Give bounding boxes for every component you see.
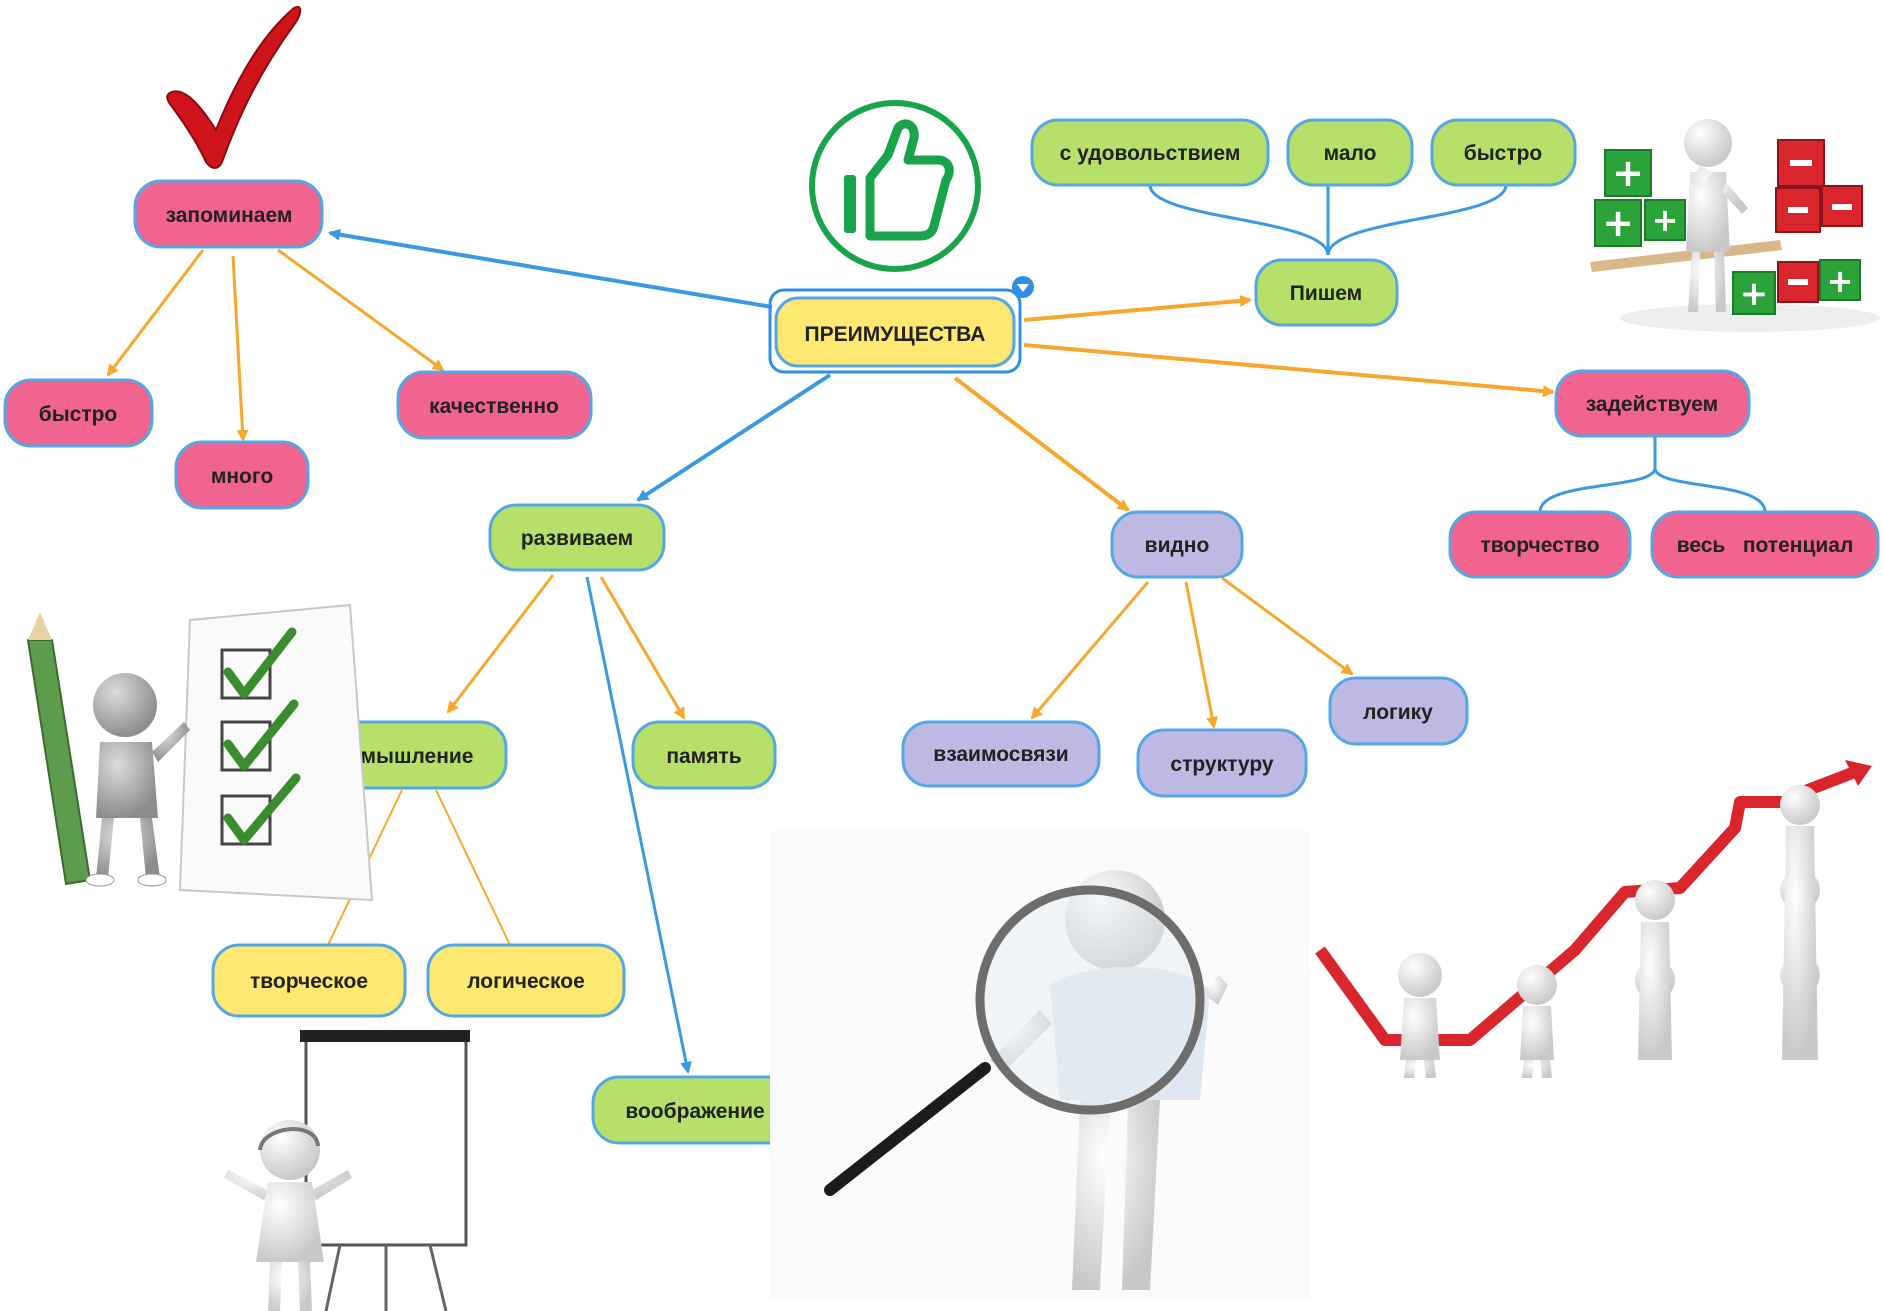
node-write-little[interactable]: мало: [1286, 118, 1414, 187]
arrow-develop-imagination: [585, 576, 692, 1074]
checklist-figure: [26, 603, 374, 902]
central-node-selection: [768, 288, 1022, 374]
arrow-to-develop: [636, 373, 832, 502]
arrow-visible-logic: [1221, 576, 1354, 676]
arrow-remember-fast: [106, 249, 205, 377]
node-engage[interactable]: задействуем: [1554, 369, 1751, 438]
central-node-body: [774, 296, 1016, 368]
node-remember[interactable]: запоминаем: [133, 179, 324, 249]
node-engage-potential[interactable]: весь потенциал: [1650, 510, 1880, 579]
arrow-to-write: [1023, 294, 1252, 322]
node-thinking-creative[interactable]: творческое: [211, 943, 407, 1018]
node-visible-logic[interactable]: логику: [1328, 676, 1469, 746]
node-write-fast-label: быстро: [1464, 142, 1543, 165]
node-remember-many-label: много: [211, 465, 273, 488]
arrow-remember-quality: [277, 248, 445, 372]
arrow-develop-memory: [599, 576, 686, 720]
node-engage-creativity-label: творчество: [1480, 534, 1599, 557]
arrow-visible-links: [1030, 581, 1150, 720]
chevron-down-icon: [1017, 284, 1029, 292]
node-remember-label: запоминаем: [166, 204, 293, 227]
node-develop-imagination-label: воображение: [625, 1100, 764, 1123]
central-node-label: ПРЕИМУЩЕСТВА: [805, 323, 986, 346]
node-visible-links-label: взаимосвязи: [933, 743, 1068, 766]
node-visible-structure[interactable]: структуру: [1136, 728, 1308, 798]
illustrations: + + + + +: [26, 6, 1880, 1311]
node-develop[interactable]: развиваем: [488, 503, 666, 572]
node-develop-imagination[interactable]: воображение: [591, 1075, 799, 1145]
bracket-engage: [1538, 436, 1767, 513]
growth-chart-figures: [1315, 760, 1872, 1078]
flipchart-presenter-figure: [224, 1030, 470, 1311]
magnifier-figure: [770, 830, 1310, 1300]
arrow-visible-structure: [1184, 581, 1218, 729]
node-write-little-label: мало: [1324, 142, 1377, 165]
arrow-remember-many: [231, 255, 249, 442]
bracket-write: [1148, 184, 1508, 256]
node-thinking-creative-label: творческое: [250, 970, 368, 993]
node-remember-quality-label: качественно: [429, 395, 559, 418]
svg-text:+: +: [1652, 201, 1679, 239]
node-visible[interactable]: видно: [1110, 510, 1244, 579]
node-visible-logic-label: логику: [1363, 701, 1433, 724]
node-remember-quality[interactable]: качественно: [396, 370, 593, 440]
node-write-pleasure[interactable]: с удовольствием: [1030, 118, 1270, 187]
node-develop-label: развиваем: [521, 527, 633, 550]
node-visible-label: видно: [1145, 534, 1210, 557]
arrow-to-engage: [1023, 343, 1555, 398]
thumbs-up-icon: [809, 100, 981, 272]
svg-text:+: +: [1602, 201, 1634, 245]
node-remember-many[interactable]: много: [174, 440, 310, 510]
plus-minus-cubes-figure: + + + + +: [1590, 119, 1880, 332]
node-develop-thinking-label: мышление: [361, 745, 474, 768]
svg-text:+: +: [1827, 262, 1854, 300]
node-thinking-logical[interactable]: логическое: [426, 943, 626, 1018]
node-develop-memory[interactable]: память: [631, 720, 777, 790]
line-thinking-logical: [435, 789, 511, 946]
node-engage-creativity[interactable]: творчество: [1448, 510, 1632, 579]
node-remember-fast-label: быстро: [39, 403, 118, 426]
node-remember-fast[interactable]: быстро: [3, 378, 154, 448]
svg-text:+: +: [1740, 274, 1769, 314]
svg-text:+: +: [1612, 151, 1644, 195]
nodes: ПРЕИМУЩЕСТВА запоминаем быстро много кач…: [3, 118, 1880, 1145]
red-checkmark-icon: [166, 6, 302, 169]
node-write-pleasure-label: с удовольствием: [1060, 142, 1241, 165]
node-write-fast[interactable]: быстро: [1430, 118, 1577, 187]
connectors: [106, 184, 1767, 1074]
node-write[interactable]: Пишем: [1254, 258, 1399, 327]
node-engage-label: задействуем: [1586, 393, 1718, 416]
node-write-label: Пишем: [1290, 282, 1362, 305]
arrow-to-remember: [328, 228, 773, 309]
arrow-to-visible: [953, 376, 1130, 512]
node-thinking-logical-label: логическое: [467, 970, 585, 993]
node-develop-memory-label: память: [666, 745, 741, 768]
central-node[interactable]: ПРЕИМУЩЕСТВА: [768, 276, 1034, 374]
node-visible-structure-label: структуру: [1170, 753, 1273, 776]
arrow-develop-thinking: [446, 574, 555, 714]
node-visible-links[interactable]: взаимосвязи: [901, 720, 1101, 788]
node-engage-potential-label: весь потенциал: [1677, 534, 1854, 557]
